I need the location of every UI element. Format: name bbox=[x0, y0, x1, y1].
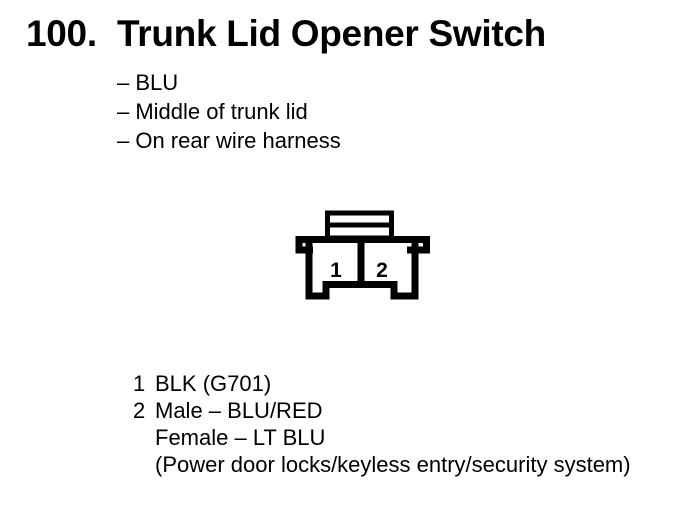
pin-description-female: Female – LT BLU bbox=[155, 425, 326, 450]
bullet-line-location: – Middle of trunk lid bbox=[117, 99, 308, 124]
cavity-label-2: 2 bbox=[376, 259, 388, 282]
location-notes: – BLU – Middle of trunk lid – On rear wi… bbox=[117, 68, 341, 155]
bullet-line-wire-color: – BLU bbox=[117, 70, 179, 95]
pin-row-2: 2 Male – BLU/RED Female – LT BLU (Power … bbox=[133, 397, 631, 478]
page-title: Trunk Lid Opener Switch bbox=[117, 13, 546, 54]
pin-description-system: (Power door locks/keyless entry/security… bbox=[155, 452, 631, 477]
pin-number: 2 bbox=[133, 398, 146, 423]
connector-diagram: 1 2 bbox=[295, 210, 430, 300]
bullet-line-harness: – On rear wire harness bbox=[117, 128, 341, 153]
cavity-label-1: 1 bbox=[330, 259, 342, 282]
pin-legend: 1 BLK (G701) 2 Male – BLU/RED Female – L… bbox=[133, 370, 631, 478]
pin-description: BLK (G701) bbox=[155, 371, 272, 396]
pin-row-1: 1 BLK (G701) bbox=[133, 370, 631, 397]
pin-description-male: Male – BLU/RED bbox=[155, 398, 323, 423]
pin-description-group: Male – BLU/RED Female – LT BLU (Power do… bbox=[155, 397, 631, 478]
item-number: 100. bbox=[26, 13, 97, 54]
connector-top-bar bbox=[295, 236, 430, 254]
pin-number: 1 bbox=[133, 371, 146, 396]
